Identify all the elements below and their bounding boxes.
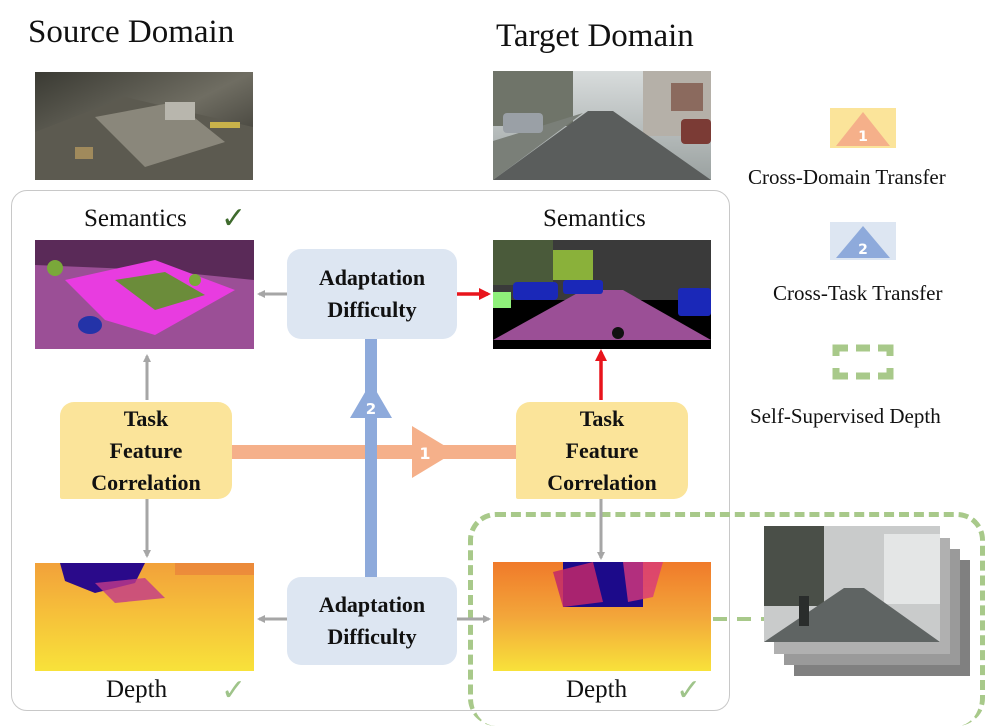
adaptation-difficulty-box-bottom: Adaptation Difficulty <box>287 577 457 665</box>
target-semantics-map <box>493 240 711 349</box>
adaptation-difficulty-line-2: Difficulty <box>327 624 417 649</box>
source-target-panel-frame <box>11 190 730 711</box>
front-video-frame <box>764 526 940 642</box>
source-depth-check-icon: ✓ <box>221 674 247 707</box>
video-frame-stack <box>764 526 970 676</box>
tfc-line-2: Feature <box>109 437 183 463</box>
cross-task-arrow-shaft <box>365 336 377 578</box>
cross-task-marker: 2 <box>366 400 376 418</box>
source-domain-photo <box>35 72 253 180</box>
source-depth-map <box>35 563 254 671</box>
target-depth-map <box>493 562 711 671</box>
source-semantics-map <box>35 240 254 349</box>
target-domain-title: Target Domain <box>496 18 694 54</box>
tfc-line-2: Feature <box>565 437 639 463</box>
target-depth-label: Depth <box>566 676 628 703</box>
self-supervised-legend-label: Self-Supervised Depth <box>750 404 941 428</box>
target-depth-check-icon: ✓ <box>676 674 702 707</box>
adaptation-difficulty-line-2: Difficulty <box>327 297 417 322</box>
source-semantics-check-icon: ✓ <box>221 202 247 235</box>
cross-domain-legend-label: Cross-Domain Transfer <box>748 165 946 189</box>
tfc-line-3: Correlation <box>91 469 201 495</box>
tfc-line-1: Task <box>579 405 625 431</box>
marker-one-text: 1 <box>858 129 868 145</box>
task-feature-correlation-box-source: Task Feature Correlation <box>60 402 232 499</box>
cross-task-legend-icon: 2 <box>830 222 896 260</box>
target-semantics-label: Semantics <box>543 205 646 232</box>
source-depth-label: Depth <box>106 676 168 703</box>
cross-domain-marker: 1 <box>419 444 430 463</box>
cross-domain-arrow-head <box>412 426 455 478</box>
marker-two-text: 2 <box>858 242 868 258</box>
adaptation-difficulty-line-1: Adaptation <box>318 592 426 617</box>
tfc-line-1: Task <box>123 405 169 431</box>
cross-task-arrow-head <box>350 382 392 418</box>
adaptation-difficulty-line-1: Adaptation <box>318 265 426 290</box>
cross-task-legend-label: Cross-Task Transfer <box>773 281 943 305</box>
tfc-line-3: Correlation <box>547 469 657 495</box>
source-domain-title: Source Domain <box>28 14 235 50</box>
target-domain-photo <box>493 71 711 180</box>
adaptation-difficulty-box-top: Adaptation Difficulty <box>287 249 457 339</box>
source-semantics-label: Semantics <box>84 205 187 232</box>
cross-domain-legend-icon: 1 <box>830 108 896 148</box>
self-supervised-legend-icon <box>832 344 894 380</box>
task-feature-correlation-box-target: Task Feature Correlation <box>516 402 688 499</box>
